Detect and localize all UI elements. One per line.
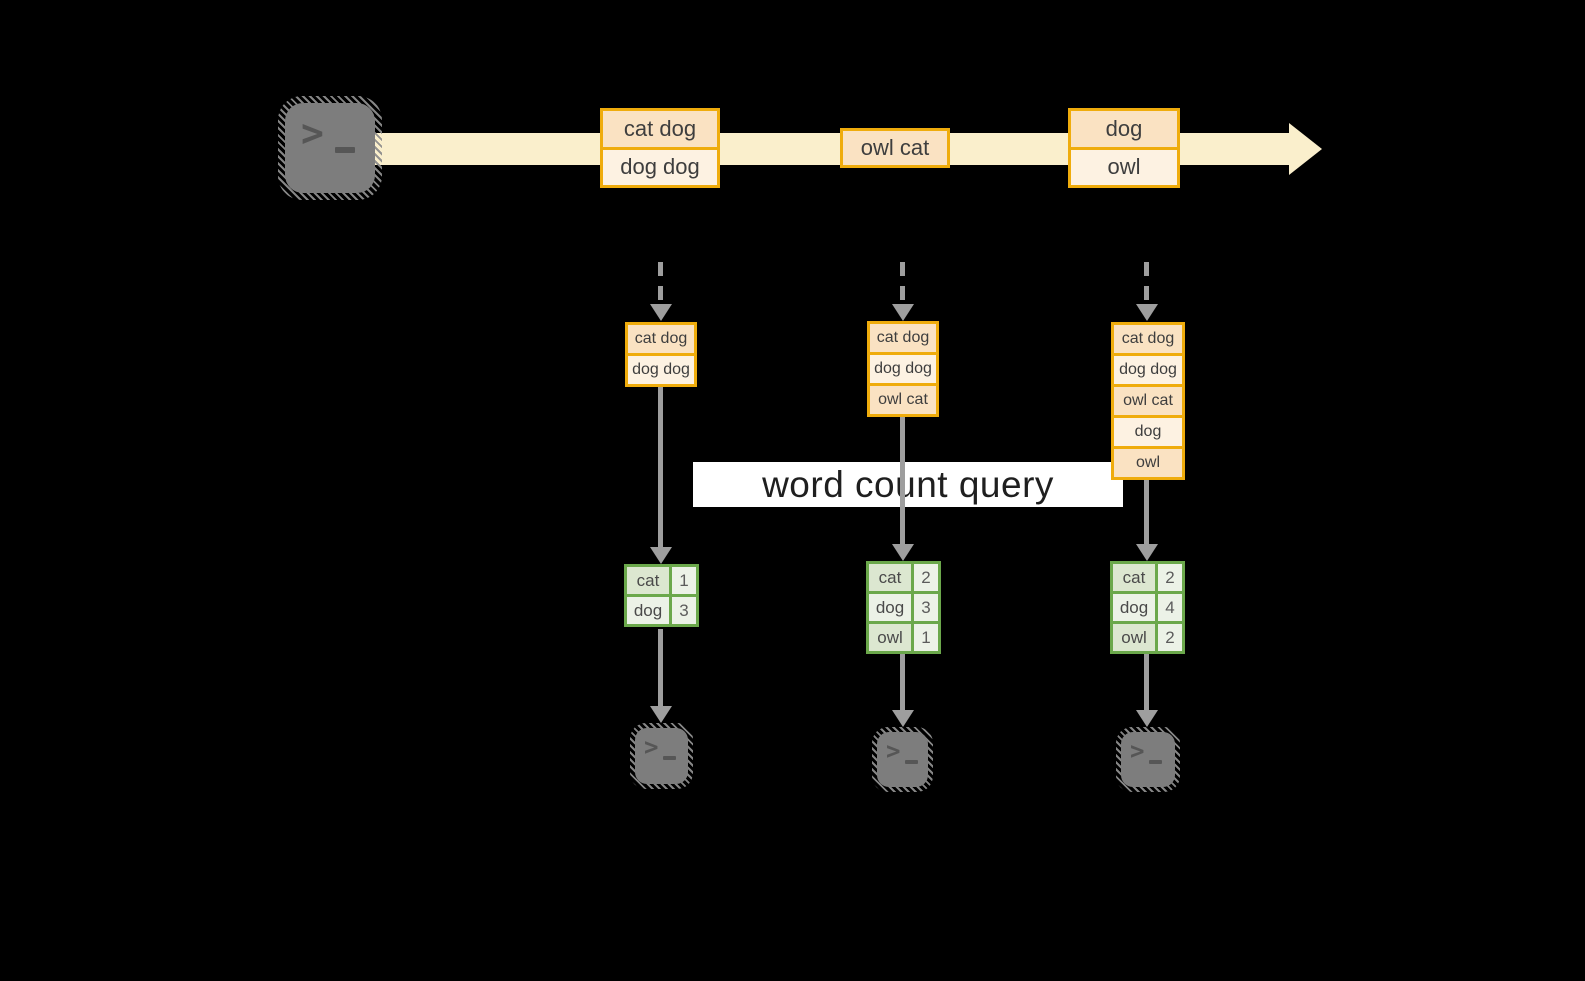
prompt-chevron-icon: > <box>301 111 324 155</box>
terminal-icon-sink-2: > <box>872 727 933 792</box>
terminal-icon-sink-3: > <box>1116 727 1180 792</box>
stack-row: cat dog <box>870 324 936 352</box>
table-cell-word: cat <box>627 567 669 594</box>
sink-arrow-head-1 <box>650 706 672 723</box>
table-cell-count: 3 <box>672 597 696 624</box>
sink-arrow-head-2 <box>892 710 914 727</box>
table-cell-word: dog <box>869 594 911 621</box>
stack-row: owl <box>1114 449 1182 477</box>
sink-arrow-head-3 <box>1136 710 1158 727</box>
prompt-underscore-icon <box>905 760 918 764</box>
stream-message: dog dog <box>603 149 717 185</box>
table-cell-word: cat <box>1113 564 1155 591</box>
stack-row: dog dog <box>628 356 694 384</box>
query-arrow-head-2 <box>892 544 914 561</box>
query-arrow-line-1 <box>658 387 663 548</box>
query-arrow-line-2 <box>900 417 905 545</box>
stack-row: cat dog <box>1114 325 1182 353</box>
terminal-icon-body: > <box>285 103 375 193</box>
stack-row: owl cat <box>870 386 936 414</box>
word-count-table-1: cat 1 dog 3 <box>624 564 699 627</box>
stack-row: owl cat <box>1114 387 1182 415</box>
prompt-chevron-icon: > <box>886 737 901 765</box>
stream-message: dog <box>1071 111 1177 147</box>
table-cell-word: owl <box>869 624 911 651</box>
table-cell-count: 2 <box>1158 564 1182 591</box>
table-cell-word: owl <box>1113 624 1155 651</box>
terminal-icon-source: > <box>278 96 382 200</box>
stream-message: cat dog <box>603 111 717 147</box>
table-cell-word: cat <box>869 564 911 591</box>
stream-message: owl <box>1071 149 1177 185</box>
stack-row: dog <box>1114 418 1182 446</box>
dashed-arrow-head-3 <box>1136 304 1158 321</box>
terminal-icon-sink-1: > <box>630 723 693 789</box>
dashed-arrow-line-3 <box>1144 262 1149 304</box>
stream-batch-3: dog owl <box>1068 108 1180 188</box>
stream-message: owl cat <box>843 131 947 165</box>
message-stack-1: cat dog dog dog <box>625 322 697 387</box>
prompt-underscore-icon <box>663 756 676 760</box>
stream-batch-2: owl cat <box>840 128 950 168</box>
prompt-underscore-icon <box>1149 760 1162 764</box>
terminal-icon-body: > <box>1121 732 1175 787</box>
query-arrow-head-1 <box>650 547 672 564</box>
prompt-chevron-icon: > <box>1130 737 1145 765</box>
prompt-chevron-icon: > <box>644 733 659 761</box>
stream-batch-1: cat dog dog dog <box>600 108 720 188</box>
prompt-underscore-icon <box>335 147 355 153</box>
query-banner: word count query <box>693 462 1123 507</box>
word-count-table-2: cat 2 dog 3 owl 1 <box>866 561 941 654</box>
dashed-arrow-head-2 <box>892 304 914 321</box>
table-cell-count: 1 <box>914 624 938 651</box>
stack-row: dog dog <box>1114 356 1182 384</box>
word-count-table-3: cat 2 dog 4 owl 2 <box>1110 561 1185 654</box>
table-cell-count: 3 <box>914 594 938 621</box>
stack-row: dog dog <box>870 355 936 383</box>
table-cell-count: 1 <box>672 567 696 594</box>
stack-row: cat dog <box>628 325 694 353</box>
query-arrow-head-3 <box>1136 544 1158 561</box>
message-stack-3: cat dog dog dog owl cat dog owl <box>1111 322 1185 480</box>
table-cell-count: 4 <box>1158 594 1182 621</box>
query-arrow-line-3 <box>1144 480 1149 545</box>
terminal-icon-body: > <box>635 728 688 784</box>
dashed-arrow-line-2 <box>900 262 905 304</box>
sink-arrow-line-2 <box>900 654 905 711</box>
table-cell-count: 2 <box>914 564 938 591</box>
stream-arrowhead <box>1289 123 1322 175</box>
table-cell-word: dog <box>627 597 669 624</box>
dashed-arrow-line-1 <box>658 262 663 304</box>
table-cell-word: dog <box>1113 594 1155 621</box>
query-banner-label: word count query <box>762 463 1054 505</box>
sink-arrow-line-1 <box>658 629 663 707</box>
message-stack-2: cat dog dog dog owl cat <box>867 321 939 417</box>
dashed-arrow-head-1 <box>650 304 672 321</box>
table-cell-count: 2 <box>1158 624 1182 651</box>
sink-arrow-line-3 <box>1144 654 1149 711</box>
terminal-icon-body: > <box>877 732 928 787</box>
